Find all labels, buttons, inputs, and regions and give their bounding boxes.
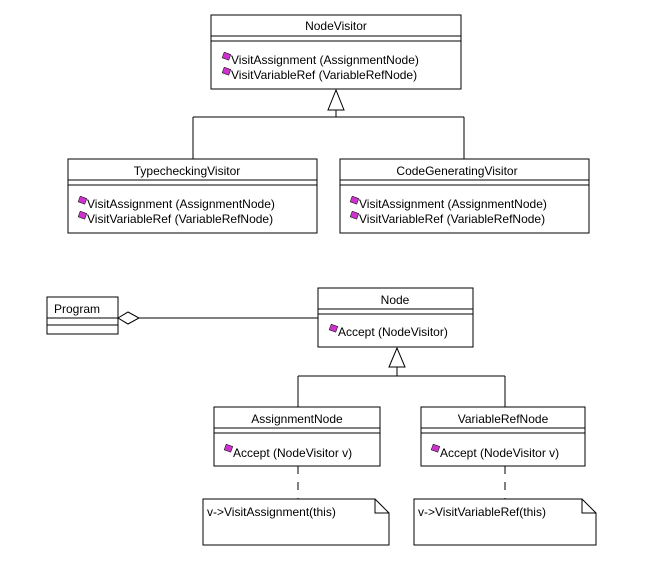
method-label: VisitAssignment (AssignmentNode)	[231, 53, 419, 67]
class-name: AssignmentNode	[251, 412, 343, 426]
class-name: VariableRefNode	[458, 412, 549, 426]
note-variable-ref-accept[interactable]: v->VisitVariableRef(this)	[413, 498, 597, 546]
aggregation-connector	[117, 311, 318, 325]
inheritance-arrow-icon	[388, 346, 406, 368]
method-label: VisitAssignment (AssignmentNode)	[87, 197, 275, 211]
method-icon	[77, 210, 88, 220]
method-icon	[349, 195, 360, 205]
method-label: VisitVariableRef (VariableRefNode)	[87, 212, 273, 226]
class-code-generating-visitor[interactable]: CodeGeneratingVisitor VisitAssignment (A…	[339, 158, 590, 234]
note-assignment-accept[interactable]: v->VisitAssignment(this)	[202, 498, 390, 546]
class-node-visitor[interactable]: NodeVisitor VisitAssignment (AssignmentN…	[210, 14, 462, 90]
method-icon	[328, 323, 339, 333]
method-label: Accept (NodeVisitor)	[338, 325, 448, 339]
method-label: VisitVariableRef (VariableRefNode)	[231, 68, 417, 82]
visitor-inheritance-connector	[192, 88, 465, 159]
method-label: VisitAssignment (AssignmentNode)	[359, 197, 547, 211]
class-name: NodeVisitor	[305, 19, 367, 33]
class-variable-ref-node[interactable]: VariableRefNode Accept (NodeVisitor v)	[420, 406, 586, 467]
method-icon	[221, 51, 232, 61]
method-icon	[221, 66, 232, 76]
aggregation-diamond-icon	[117, 311, 141, 325]
note-text: v->VisitVariableRef(this)	[418, 505, 546, 519]
class-name: CodeGeneratingVisitor	[396, 164, 517, 178]
class-name: Node	[381, 293, 410, 307]
node-inheritance-connector	[297, 346, 506, 407]
method-label: Accept (NodeVisitor v)	[233, 446, 352, 460]
method-icon	[349, 210, 360, 220]
class-node[interactable]: Node Accept (NodeVisitor)	[317, 287, 474, 348]
class-program[interactable]: Program	[46, 296, 119, 335]
method-icon	[77, 195, 88, 205]
inheritance-arrow-icon	[327, 88, 345, 111]
class-typechecking-visitor[interactable]: TypecheckingVisitor VisitAssignment (Ass…	[67, 158, 318, 234]
class-name: Program	[54, 302, 100, 316]
method-icon	[223, 443, 234, 453]
note-text: v->VisitAssignment(this)	[207, 505, 336, 519]
class-name: TypecheckingVisitor	[134, 164, 241, 178]
method-icon	[430, 443, 441, 453]
class-assignment-node[interactable]: AssignmentNode Accept (NodeVisitor v)	[213, 406, 381, 467]
method-label: VisitVariableRef (VariableRefNode)	[359, 212, 545, 226]
method-label: Accept (NodeVisitor v)	[440, 446, 559, 460]
